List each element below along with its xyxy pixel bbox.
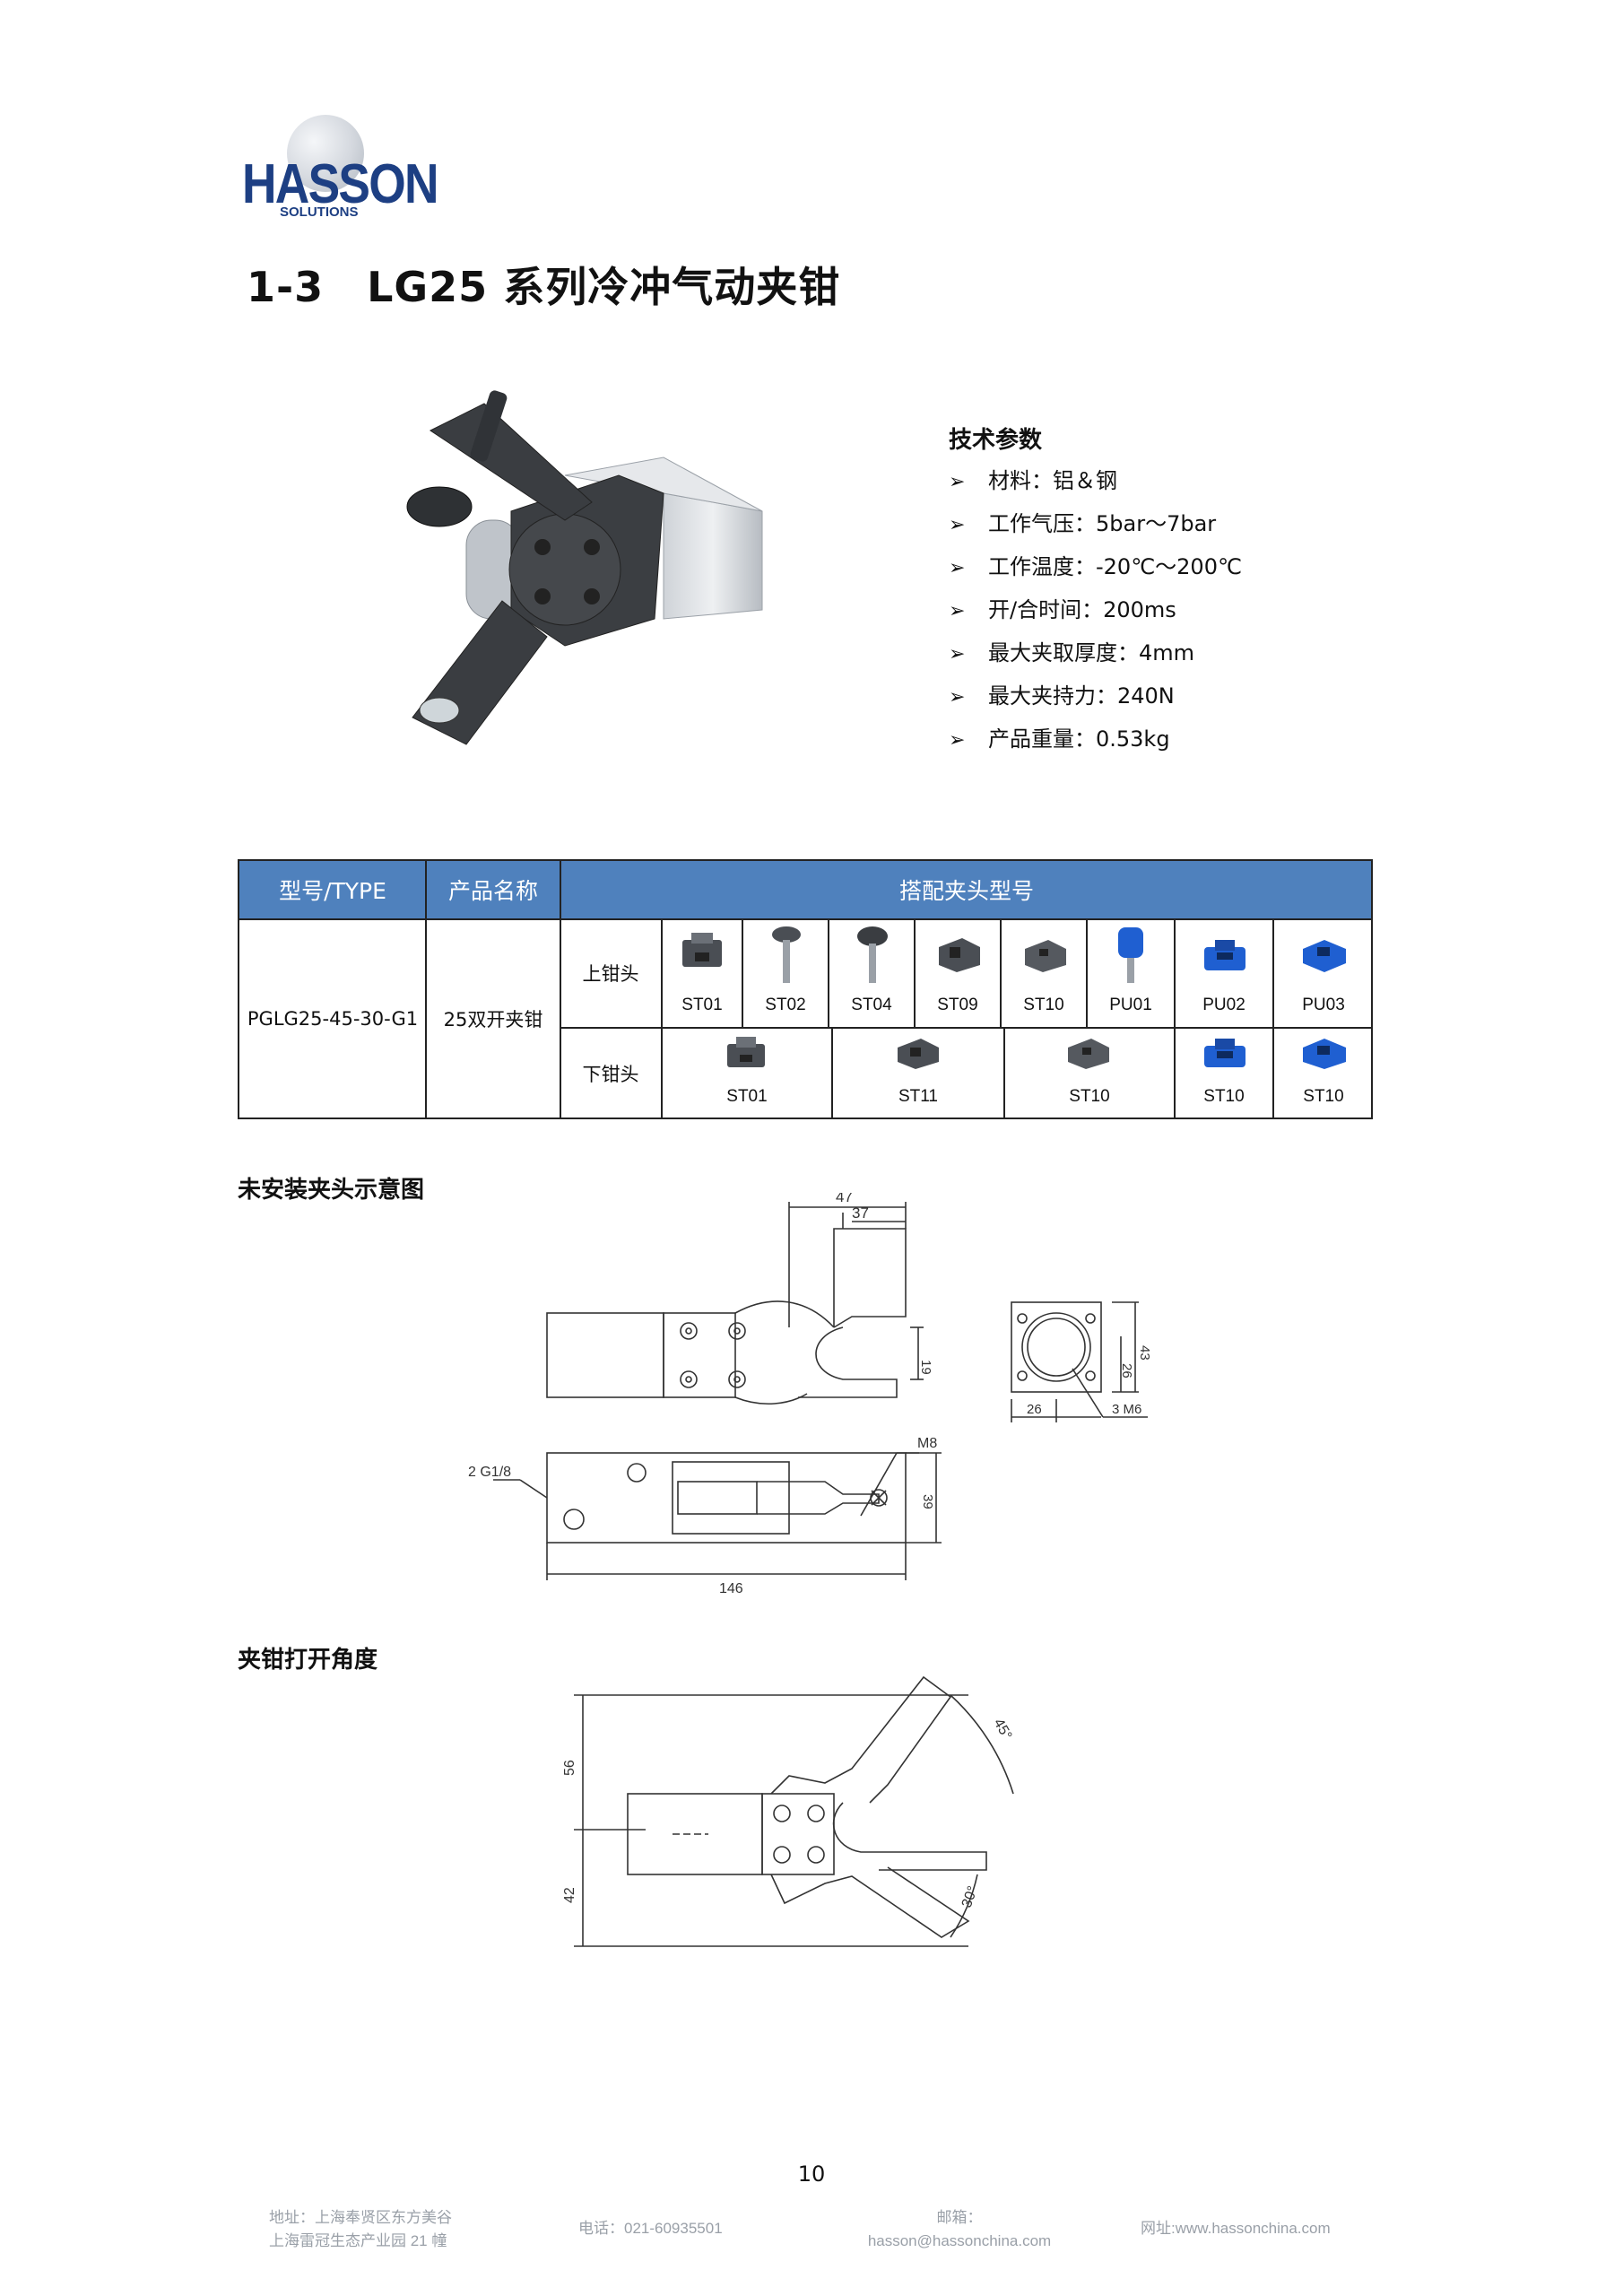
lower-tip-label: ST10: [1303, 1087, 1344, 1106]
header-type: 型号/TYPE: [279, 878, 386, 904]
dim-42: 42: [562, 1887, 577, 1903]
arrow-bullet-icon: ➢: [949, 643, 966, 665]
section-heading-uninstalled: 未安装夹头示意图: [238, 1177, 425, 1204]
dim-146: 146: [719, 1581, 743, 1596]
spec-item: ➢ 工作气压：5bar～7bar: [949, 502, 1242, 545]
upper-tip-label: PU01: [1109, 996, 1152, 1014]
spec-text: 工作温度：-20℃～200℃: [988, 554, 1242, 579]
spec-text: 最大夹持力：240N: [988, 683, 1175, 709]
spec-text: 产品重量：0.53kg: [988, 726, 1170, 752]
dim-37: 37: [852, 1205, 869, 1222]
spec-text: 开/合时间：200ms: [988, 597, 1176, 622]
upper-tip-label: ST02: [765, 996, 806, 1014]
gripper-tip-pu03-icon: [1303, 940, 1346, 972]
gripper-tip-st04-icon: [857, 926, 888, 983]
upper-label: 上钳头: [582, 963, 639, 985]
dim-26-a: 26: [1027, 1402, 1042, 1417]
footer-phone: 电话：021-60935501: [578, 2220, 723, 2237]
specs-list: ➢材料：铝＆钢 ➢工作气压：5bar～7bar ➢工作温度：-20℃～200℃ …: [949, 459, 1242, 761]
gripper-tip-st09-icon: [939, 938, 980, 972]
arrow-bullet-icon: ➢: [949, 686, 966, 709]
dim-47: 47: [836, 1193, 853, 1205]
product-name-cell: 25双开夹钳: [443, 1009, 543, 1031]
dim-19: 19: [918, 1360, 933, 1375]
upper-tip-label: PU03: [1302, 996, 1345, 1014]
upper-tip-label: ST01: [681, 996, 723, 1014]
footer-address: 地址：上海奉贤区东方美谷 上海雷冠生态产业园 21 幢: [269, 2206, 452, 2253]
gripper-tip-st10-icon: [1025, 940, 1066, 972]
drawing-side-view: 26 43 26 3 M6: [1011, 1301, 1152, 1422]
globe-icon: [287, 115, 364, 192]
dim-m8: M8: [917, 1436, 937, 1451]
address-line-2: 上海雷冠生态产业园 21 幢: [269, 2232, 447, 2249]
dim-g18: 2 G1/8: [468, 1465, 511, 1480]
product-image: [406, 390, 763, 745]
spec-text: 最大夹取厚度：4mm: [988, 640, 1195, 665]
arrow-bullet-icon: ➢: [949, 729, 966, 752]
gripper-tip-st01-icon: [682, 933, 722, 967]
arrow-bullet-icon: ➢: [949, 471, 966, 493]
spec-item: ➢ 开/合时间：200ms: [949, 588, 1242, 631]
spec-item: ➢ 工作温度：-20℃～200℃: [949, 545, 1242, 588]
dim-26-b: 26: [1119, 1363, 1134, 1378]
gripper-tip-st10-icon: [1303, 1039, 1346, 1069]
lower-tip-label: ST10: [1203, 1087, 1245, 1106]
logo-subtitle: SOLUTIONS: [280, 204, 359, 220]
table-header-row: [239, 861, 1371, 920]
arrow-bullet-icon: ➢: [949, 514, 966, 536]
page-number: 10: [797, 2161, 826, 2187]
spec-item: ➢ 产品重量：0.53kg: [949, 718, 1242, 761]
section-heading-angle: 夹钳打开角度: [238, 1647, 378, 1674]
arrow-bullet-icon: ➢: [949, 600, 966, 622]
spec-item: ➢ 最大夹持力：240N: [949, 674, 1242, 718]
dim-3m6: 3 M6: [1112, 1402, 1141, 1417]
logo-brand: HASSON: [242, 153, 439, 215]
gripper-tip-pu01-icon: [1118, 927, 1143, 983]
spec-item: ➢ 最大夹取厚度：4mm: [949, 631, 1242, 674]
angle-30: 30°: [959, 1884, 981, 1910]
lower-tip-label: ST10: [1069, 1087, 1110, 1106]
gripper-tip-st10-icon: [1204, 1039, 1245, 1067]
gripper-tip-pu02-icon: [1204, 940, 1245, 970]
section-number: 1-3: [247, 263, 325, 311]
spec-item: ➢ 材料：铝＆钢: [949, 459, 1242, 502]
page-title: 1-3 LG25 系列冷冲气动夹钳: [247, 255, 840, 314]
gripper-tip-st01-icon: [727, 1037, 765, 1067]
email-label: 邮箱：: [936, 2209, 983, 2226]
footer-website[interactable]: 网址:www.hassonchina.com: [1141, 2220, 1331, 2237]
arrow-bullet-icon: ➢: [949, 557, 966, 579]
gripper-tip-st02-icon: [772, 926, 801, 983]
address-line-1: 地址：上海奉贤区东方美谷: [269, 2209, 452, 2226]
footer-email-block: 邮箱： hasson@hassonchina.com: [861, 2206, 1058, 2253]
section-title: LG25 系列冷冲气动夹钳: [367, 263, 841, 311]
email-link[interactable]: hasson@hassonchina.com: [867, 2232, 1052, 2249]
gripper-tip-st10-icon: [1068, 1039, 1109, 1069]
model-table: 型号/TYPE 产品名称 搭配夹头型号 PGLG25-45-30-G1 25双开…: [238, 859, 1373, 1119]
drawing-front-view: 146 M8 2 G1/8 39: [468, 1436, 942, 1596]
dim-39: 39: [920, 1494, 935, 1509]
specs-heading: 技术参数: [949, 427, 1043, 454]
upper-tip-label: PU02: [1202, 996, 1245, 1014]
model-cell: PGLG25-45-30-G1: [247, 1008, 419, 1030]
spec-text: 工作气压：5bar～7bar: [988, 511, 1217, 536]
lower-tip-label: ST11: [898, 1087, 938, 1106]
header-tips: 搭配夹头型号: [898, 878, 1034, 904]
lower-tip-label: ST01: [726, 1087, 768, 1106]
company-logo: HASSON SOLUTIONS: [242, 115, 439, 222]
header-name: 产品名称: [447, 878, 538, 904]
drawing-top-view: 47 37 19: [546, 1193, 933, 1405]
drawing-open-angle: 56 42 45° 30°: [562, 1675, 1015, 1947]
angle-45: 45°: [991, 1717, 1015, 1743]
gripper-tip-st11-icon: [898, 1039, 939, 1069]
spec-text: 材料：铝＆钢: [988, 468, 1117, 493]
upper-tip-label: ST10: [1023, 996, 1064, 1014]
upper-tip-label: ST09: [937, 996, 978, 1014]
dim-43: 43: [1137, 1345, 1152, 1361]
upper-tip-label: ST04: [851, 996, 892, 1014]
lower-label: 下钳头: [582, 1064, 639, 1085]
dim-56: 56: [562, 1760, 577, 1776]
